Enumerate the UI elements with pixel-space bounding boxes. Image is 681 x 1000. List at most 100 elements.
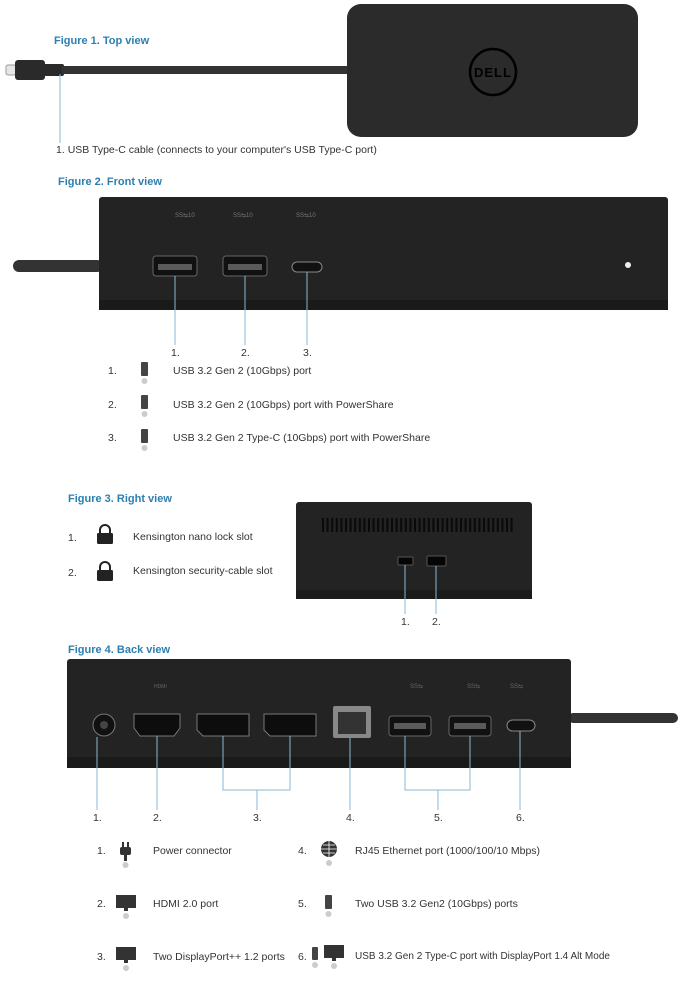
ss-usb-label: SS⇆10 bbox=[233, 212, 253, 219]
figure-4-callout-3: 3. bbox=[253, 812, 262, 824]
dock-back-body bbox=[67, 659, 571, 768]
vent-slot bbox=[487, 518, 490, 532]
hdmi-label: HDMI bbox=[154, 684, 167, 690]
figure-2-callout-3: 3. bbox=[303, 347, 312, 359]
ss-usb-label: SS⇆ bbox=[467, 683, 480, 690]
vent-slot bbox=[418, 518, 421, 532]
figure-3-title: Figure 3. Right view bbox=[68, 493, 172, 505]
vent-slot bbox=[478, 518, 481, 532]
legend-number: 2. bbox=[108, 399, 117, 411]
figure-2-callout-1: 1. bbox=[171, 347, 180, 359]
vent-slot bbox=[492, 518, 495, 532]
vent-slot bbox=[455, 518, 458, 532]
usb-a-port-tongue bbox=[158, 264, 192, 270]
network-icon bbox=[321, 841, 337, 866]
hdmi-port bbox=[133, 713, 181, 737]
vent-slot bbox=[326, 518, 329, 532]
vent-slot bbox=[322, 518, 324, 532]
legend-number: 4. bbox=[298, 845, 307, 857]
lock-icon bbox=[97, 561, 113, 581]
legend-label: USB 3.2 Gen 2 Type-C (10Gbps) port with … bbox=[173, 432, 431, 444]
power-plug-icon bbox=[120, 842, 131, 868]
ss-usb-label: SS⇆ bbox=[510, 683, 523, 690]
lock-icon bbox=[97, 524, 113, 544]
usb-c-plug bbox=[15, 60, 45, 80]
usb-a-port-tongue bbox=[454, 723, 486, 729]
vent-slot bbox=[414, 518, 416, 532]
vent-slot bbox=[464, 518, 467, 532]
legend-label: USB 3.2 Gen 2 (10Gbps) port bbox=[173, 365, 312, 377]
vent-slot bbox=[501, 518, 504, 532]
vent-slot bbox=[432, 518, 435, 532]
vent-slot bbox=[358, 518, 361, 532]
vent-slot bbox=[409, 518, 412, 532]
power-led bbox=[625, 262, 631, 268]
figure-2-title: Figure 2. Front view bbox=[58, 176, 162, 188]
vent-slot bbox=[423, 518, 426, 532]
vent-slot bbox=[349, 518, 352, 532]
callout-label: USB Type-C cable (connects to your compu… bbox=[67, 144, 377, 156]
vent-slot bbox=[391, 518, 393, 532]
legend-number: 1. bbox=[108, 365, 117, 377]
usb-monitor-icon bbox=[312, 945, 344, 969]
legend-label: RJ45 Ethernet port (1000/100/10 Mbps) bbox=[355, 845, 541, 857]
vent-slot bbox=[381, 518, 384, 532]
legend-label: USB 3.2 Gen 2 (10Gbps) port with PowerSh… bbox=[173, 399, 394, 411]
vent-slot bbox=[400, 518, 403, 532]
rj45-opening bbox=[338, 712, 366, 734]
vent-slot bbox=[404, 518, 407, 532]
vent-slot bbox=[386, 518, 389, 532]
vent-slot bbox=[437, 518, 439, 532]
vent-slot bbox=[377, 518, 380, 532]
legend-label: Kensington security-cable slot bbox=[133, 565, 273, 577]
vent-slot bbox=[427, 518, 430, 532]
usb-a-port-tongue bbox=[394, 723, 426, 729]
vent-slot bbox=[450, 518, 453, 532]
usb-a-port-tongue bbox=[228, 264, 262, 270]
usb-icon bbox=[325, 895, 332, 917]
figure-4-title: Figure 4. Back view bbox=[68, 644, 171, 656]
usb-c-back-port bbox=[506, 719, 536, 732]
vent-slot bbox=[506, 518, 508, 532]
legend-number: 1. bbox=[68, 532, 77, 544]
callout-number: 1. bbox=[56, 144, 65, 156]
dock-top-body bbox=[347, 4, 638, 137]
vent-slot bbox=[496, 518, 499, 532]
ss-usb-label: SS⇆ bbox=[410, 683, 423, 690]
vent-slot bbox=[483, 518, 485, 532]
displayport-1 bbox=[196, 713, 250, 737]
dell-logo-text: DELL bbox=[474, 65, 512, 80]
legend-number: 1. bbox=[97, 845, 106, 857]
vent-slot bbox=[395, 518, 398, 532]
monitor-icon bbox=[116, 895, 136, 919]
dock-right-base bbox=[296, 590, 532, 599]
figure-1-title: Figure 1. Top view bbox=[54, 35, 150, 47]
vent-slot bbox=[368, 518, 370, 532]
vent-slot bbox=[446, 518, 449, 532]
vent-slot bbox=[335, 518, 338, 532]
power-port-pin bbox=[100, 721, 108, 729]
back-cable bbox=[568, 713, 678, 723]
vent-grille bbox=[322, 518, 513, 532]
figure-4-callout-4: 4. bbox=[346, 812, 355, 824]
vent-slot bbox=[460, 518, 462, 532]
figure-1-callout-1: 1. USB Type-C cable (connects to your co… bbox=[56, 144, 377, 156]
vent-slot bbox=[363, 518, 366, 532]
legend-label: Kensington nano lock slot bbox=[133, 531, 253, 543]
legend-number: 5. bbox=[298, 898, 307, 910]
vent-slot bbox=[441, 518, 444, 532]
usb-c-plug-neck bbox=[44, 64, 64, 76]
dock-front-body bbox=[99, 197, 668, 310]
figure-4-callout-2: 2. bbox=[153, 812, 162, 824]
vent-slot bbox=[510, 518, 513, 532]
vent-slot bbox=[473, 518, 476, 532]
vent-slot bbox=[331, 518, 334, 532]
vent-slot bbox=[354, 518, 357, 532]
dock-front-base bbox=[99, 300, 668, 310]
legend-label: HDMI 2.0 port bbox=[153, 898, 219, 910]
